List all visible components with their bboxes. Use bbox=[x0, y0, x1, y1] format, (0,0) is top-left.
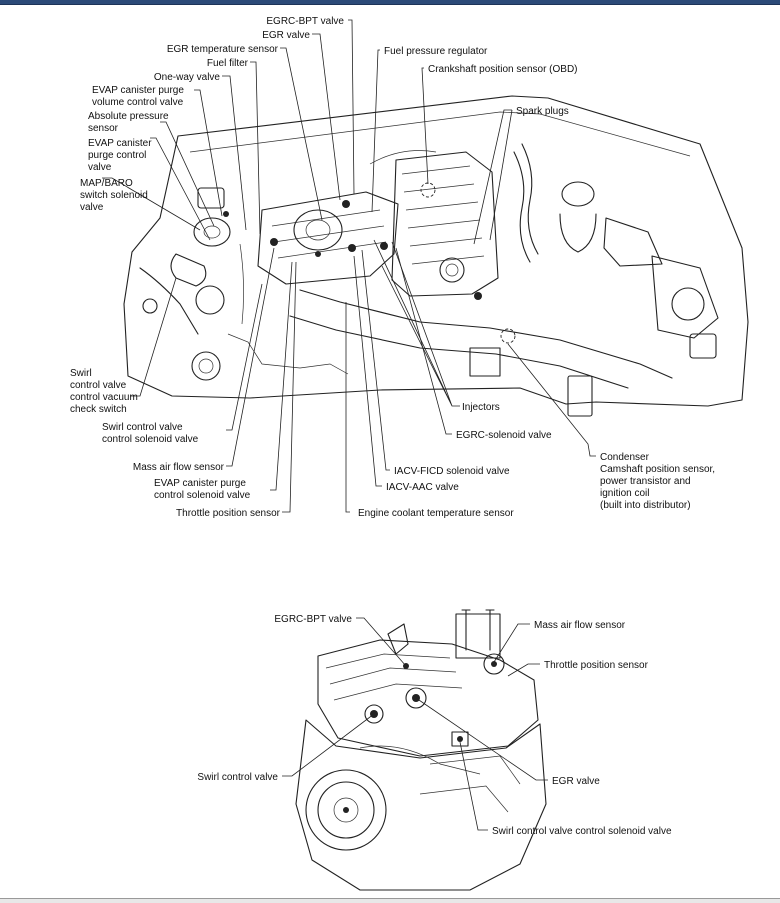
label-swirl-solenoid-line1: Swirl control valve bbox=[102, 422, 183, 433]
label-bottom-swirl-control-valve: Swirl control valve bbox=[197, 772, 278, 783]
top-labels: EGRC-BPT valve EGR valve EGR temperature… bbox=[70, 16, 715, 519]
engine-block-diagram bbox=[295, 609, 547, 891]
label-spark-plugs: Spark plugs bbox=[516, 106, 569, 117]
label-swirl-solenoid-line2: control solenoid valve bbox=[102, 434, 199, 445]
label-injectors: Injectors bbox=[462, 402, 500, 413]
window-bottom-bar bbox=[0, 898, 780, 903]
top-leader-lines bbox=[102, 19, 596, 513]
label-fuel-pressure-regulator: Fuel pressure regulator bbox=[384, 46, 488, 57]
label-mass-air-flow-sensor: Mass air flow sensor bbox=[133, 462, 225, 473]
label-absolute-pressure-line1: Absolute pressure bbox=[88, 111, 169, 122]
label-iacv-ficd-solenoid-valve: IACV-FICD solenoid valve bbox=[394, 466, 510, 477]
label-bottom-egr-valve: EGR valve bbox=[552, 776, 600, 787]
label-map-baro-line3: valve bbox=[80, 202, 104, 213]
label-condenser-line2: Camshaft position sensor, bbox=[600, 464, 715, 475]
label-swirl-check-line3: control vacuum bbox=[70, 392, 138, 403]
label-condenser-line4: ignition coil bbox=[600, 488, 649, 499]
label-evap-volume-control-line2: volume control valve bbox=[92, 97, 184, 108]
label-condenser-line5: (built into distributor) bbox=[600, 500, 691, 511]
label-swirl-check-line4: check switch bbox=[70, 404, 127, 415]
label-evap-purge-control-line3: valve bbox=[88, 162, 112, 173]
label-evap-solenoid-line1: EVAP canister purge bbox=[154, 478, 246, 489]
component-location-figure: EGRC-BPT valve EGR valve EGR temperature… bbox=[70, 16, 749, 891]
label-map-baro-line1: MAP/BARO bbox=[80, 178, 133, 189]
label-egrc-solenoid-valve: EGRC-solenoid valve bbox=[456, 430, 552, 441]
label-bottom-throttle-position-sensor: Throttle position sensor bbox=[544, 660, 649, 671]
label-swirl-check-line2: control valve bbox=[70, 380, 127, 391]
label-iacv-aac-valve: IACV-AAC valve bbox=[386, 482, 459, 493]
label-throttle-position-sensor: Throttle position sensor bbox=[176, 508, 281, 519]
label-engine-coolant-temperature-sensor: Engine coolant temperature sensor bbox=[358, 508, 514, 519]
label-one-way-valve: One-way valve bbox=[154, 72, 221, 83]
label-bottom-swirl-solenoid-valve: Swirl control valve control solenoid val… bbox=[492, 826, 672, 837]
engine-bay-diagram bbox=[123, 95, 749, 417]
label-bottom-mass-air-flow-sensor: Mass air flow sensor bbox=[534, 620, 626, 631]
label-evap-purge-control-line2: purge control bbox=[88, 150, 146, 161]
window-top-bar bbox=[0, 0, 780, 5]
label-absolute-pressure-line2: sensor bbox=[88, 123, 119, 134]
bottom-leader-lines bbox=[282, 617, 548, 831]
label-bottom-egrc-bpt-valve: EGRC-BPT valve bbox=[274, 614, 352, 625]
label-egrc-bpt-valve: EGRC-BPT valve bbox=[266, 16, 344, 27]
label-swirl-check-line1: Swirl bbox=[70, 368, 92, 379]
label-evap-purge-control-line1: EVAP canister bbox=[88, 138, 152, 149]
label-condenser-line1: Condenser bbox=[600, 452, 650, 463]
label-egr-temperature-sensor: EGR temperature sensor bbox=[167, 44, 279, 55]
label-egr-valve: EGR valve bbox=[262, 30, 310, 41]
label-evap-volume-control-line1: EVAP canister purge bbox=[92, 85, 184, 96]
label-map-baro-line2: switch solenoid bbox=[80, 190, 148, 201]
label-fuel-filter: Fuel filter bbox=[207, 58, 249, 69]
bottom-labels: EGRC-BPT valve Mass air flow sensor Thro… bbox=[197, 614, 672, 837]
label-crankshaft-position-sensor: Crankshaft position sensor (OBD) bbox=[428, 64, 578, 75]
label-evap-solenoid-line2: control solenoid valve bbox=[154, 490, 251, 501]
label-condenser-line3: power transistor and bbox=[600, 476, 691, 487]
